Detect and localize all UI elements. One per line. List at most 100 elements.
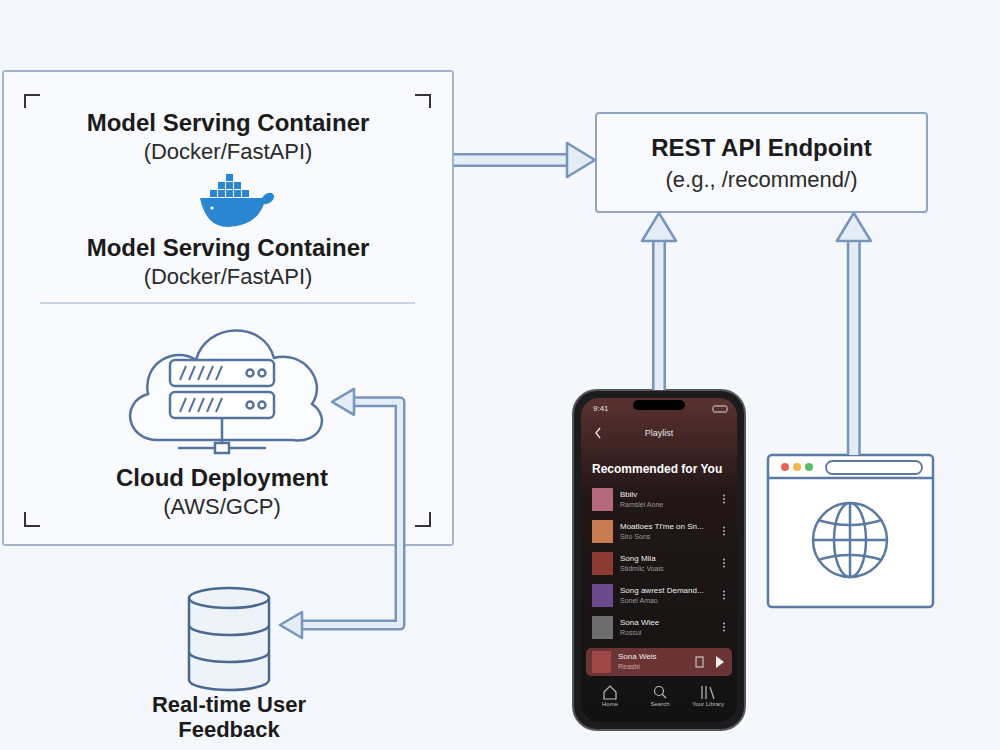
database-icon-part (189, 588, 269, 608)
section-heading: Recommended for You (592, 462, 742, 476)
browser-window-icon-part (813, 503, 887, 577)
phone-illustration-part (573, 390, 745, 730)
box-subheading: (Docker/FastAPI) (4, 139, 452, 165)
arrow-shaft-fill (849, 240, 858, 455)
phone-illustration-part-part (723, 626, 725, 628)
arrow-shaft-fill (655, 240, 664, 390)
endpoint-box: REST API Endpoint(e.g., /recommend/) (595, 112, 928, 213)
database-icon (189, 588, 269, 690)
arrow-head (567, 143, 595, 177)
docker-whale-icon-part (200, 193, 274, 227)
database-label: Real-time User Feedback (118, 692, 340, 742)
docker-whale-icon-part (226, 174, 233, 181)
cloud-subheading: (AWS/GCP) (92, 494, 352, 520)
song-artist: Ramsiel Aone (620, 501, 730, 509)
corner-brackets-part (415, 95, 430, 108)
cloud-server-icon-part (170, 392, 274, 418)
phone-illustration-part (596, 428, 600, 438)
arrow-shaft-outline (652, 240, 666, 390)
browser-window-icon-part (781, 463, 789, 471)
tab-label: Your Library (683, 701, 733, 708)
browser-window-icon-part (768, 455, 933, 607)
cloud-server-icon-part (180, 398, 222, 412)
container-fill (2, 70, 454, 546)
cloud-server-icon-part (215, 443, 229, 453)
endpoint-subheading: (e.g., /recommend/) (597, 167, 926, 193)
song-artist: Sonel Amao (620, 597, 730, 605)
player-artist: Reasbi (618, 663, 708, 671)
phone-illustration-part-part (723, 526, 725, 528)
phone-illustration-part-part (723, 590, 725, 592)
song-artist: Stidmlic Voais (620, 565, 730, 573)
section-divider (40, 302, 415, 304)
phone-illustration-part (716, 656, 724, 668)
cloud-server-icon-part (259, 370, 266, 377)
corner-brackets-part (25, 512, 40, 526)
cloud-node: Cloud Deployment(AWS/GCP) (122, 322, 322, 455)
phone-illustration-part (702, 686, 714, 699)
phone-illustration-part-part (723, 498, 725, 500)
phone-illustration-part (586, 648, 732, 676)
docker-whale-icon-part (234, 182, 241, 189)
phone-illustration-part-part (723, 629, 725, 631)
phone-illustration-part (592, 520, 613, 543)
song-title: Song awrest Demand... (620, 586, 730, 596)
container-box: Model Serving Container(Docker/FastAPI)M… (2, 70, 454, 546)
browser-window-icon-part (793, 463, 801, 471)
phone-illustration-part (581, 398, 737, 722)
cloud-server-icon-part (170, 360, 274, 386)
phone-illustration-part-part (723, 622, 725, 624)
phone-illustration-part (662, 694, 666, 698)
screen-title: Playlist (573, 428, 745, 439)
box-heading: Model Serving Container (4, 108, 452, 137)
web-browser-client (768, 455, 933, 607)
arrow-shaft-fill (454, 155, 568, 164)
song-title: Song Mila (620, 554, 730, 564)
phone-illustration-part (592, 552, 613, 575)
tab-label: Search (635, 701, 685, 708)
song-artist: Rossui (620, 629, 730, 637)
database-icon-part (189, 652, 269, 662)
flow-arrow (837, 213, 871, 455)
browser-window-icon-part (768, 477, 933, 480)
cloud-server-icon-part (180, 366, 222, 380)
phone-illustration-part-part (723, 494, 725, 496)
browser-window-icon-part (805, 463, 813, 471)
docker-whale-icon-part (210, 206, 213, 209)
arrow-head (642, 213, 676, 241)
song-title: Moatloes Tl'me on Sn... (620, 522, 730, 532)
phone-illustration-part-part (723, 530, 725, 532)
status-time: 9:41 (593, 404, 623, 414)
cloud-server-icon-part (247, 402, 254, 409)
docker-whale-icon-part (218, 190, 225, 197)
docker-whale-icon-part (226, 182, 233, 189)
flow-arrow (642, 213, 676, 390)
browser-window-icon-part (849, 503, 852, 577)
docker-whale-icon-part (226, 190, 233, 197)
phone-illustration-part (723, 494, 725, 631)
database-icon-part (189, 625, 269, 635)
phone-illustration-part-part (723, 594, 725, 596)
cloud-server-icon-part (247, 370, 254, 377)
corner-brackets-part (25, 95, 40, 108)
tab-label: Home (585, 701, 635, 708)
song-artist: Siro Sons (620, 533, 730, 541)
database-node: Real-time User Feedback (188, 588, 270, 690)
arrow-shaft-outline (454, 153, 568, 167)
cloud-heading: Cloud Deployment (92, 463, 352, 492)
arrow-shaft-outline (301, 402, 400, 625)
phone-illustration-part-part (723, 533, 725, 535)
phone-illustration-part-part (723, 565, 725, 567)
browser-window-icon-part (826, 461, 922, 474)
phone-illustration-part (696, 657, 703, 667)
phone-illustration-part (592, 616, 613, 639)
flow-arrow (454, 143, 595, 177)
box-subheading: (Docker/FastAPI) (4, 264, 452, 290)
docker-whale-icon-part (234, 190, 241, 197)
arrow-head (837, 213, 871, 241)
phone-illustration-part (604, 686, 616, 699)
phone-illustration-part-part (723, 558, 725, 560)
cloud-server-icon-part (130, 330, 322, 440)
